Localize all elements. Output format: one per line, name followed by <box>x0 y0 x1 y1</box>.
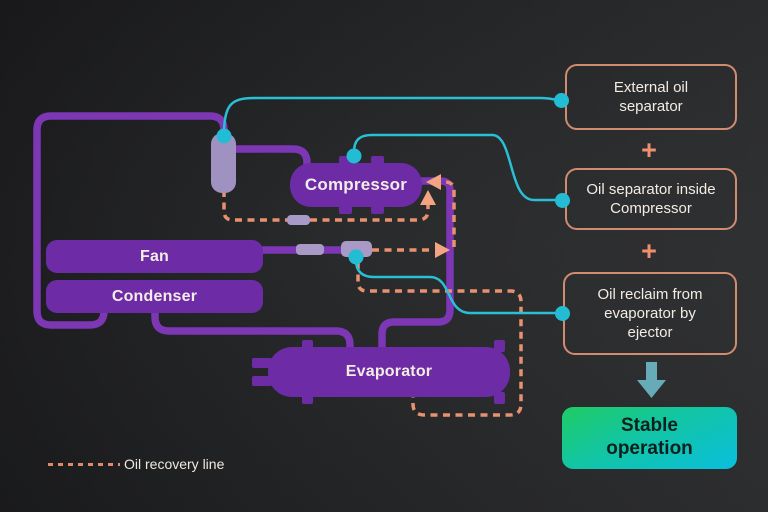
result-label: Stable operation <box>606 415 693 459</box>
oil-line-separator-to-compressor <box>222 190 430 222</box>
connector-dot <box>553 92 569 108</box>
oil-line-evaporator-loop <box>356 262 523 417</box>
plus-sign: + <box>641 134 657 165</box>
evaporator-label: Evaporator <box>345 363 433 380</box>
connector-dot <box>554 192 570 208</box>
callout-text: Oil reclaim from evaporator by ejector <box>597 285 703 342</box>
evaporator-shape <box>268 347 510 397</box>
fan-shape <box>46 240 263 273</box>
external-oil-separator-shape <box>211 133 236 193</box>
compressor-shape <box>290 163 422 207</box>
connector-dot <box>346 148 362 164</box>
leader-ejector <box>354 259 556 315</box>
evaporator-foot <box>494 392 505 404</box>
leader-external-separator <box>222 96 559 135</box>
callout-text: External oil separator <box>613 78 689 115</box>
evaporator-stub <box>252 376 272 386</box>
legend-label: Oil recovery line <box>124 456 225 472</box>
callout-text: Oil separator inside Compressor <box>586 180 716 217</box>
plus-sign: + <box>641 235 657 266</box>
connector-dot <box>348 249 364 265</box>
arrow-right-icon <box>435 242 450 258</box>
down-arrow-icon <box>637 362 666 398</box>
condenser-label: Condenser <box>111 287 198 305</box>
callout-oil-reclaim-ejector: Oil reclaim from evaporator by ejector <box>563 272 737 355</box>
condenser-shape <box>46 280 263 313</box>
connector-dot <box>554 305 570 321</box>
pipe-separator-condenser-loop <box>33 112 228 329</box>
evaporator-stub <box>252 358 272 368</box>
compressor-label: Compressor <box>304 175 408 194</box>
evaporator-foot <box>494 340 505 352</box>
leader-internal-separator <box>352 133 556 202</box>
oil-line-fitting <box>287 215 310 225</box>
fan-label: Fan <box>139 247 170 265</box>
pipe-separator-to-compressor <box>232 145 311 178</box>
callout-external-oil-separator: External oil separator <box>565 64 737 130</box>
oil-recovery-line-legend-swatch <box>48 463 120 466</box>
oil-line-suction-riser <box>441 180 456 247</box>
arrow-left-icon <box>426 174 441 190</box>
pipe-fitting <box>296 244 324 255</box>
arrow-up-icon <box>420 190 436 205</box>
pipe-condenser-to-evaporator <box>151 304 354 358</box>
connector-dot <box>216 128 232 144</box>
callout-oil-separator-inside-compressor: Oil separator inside Compressor <box>565 168 737 230</box>
ejector-shape <box>341 241 372 257</box>
result-box: Stable operation <box>562 407 737 469</box>
